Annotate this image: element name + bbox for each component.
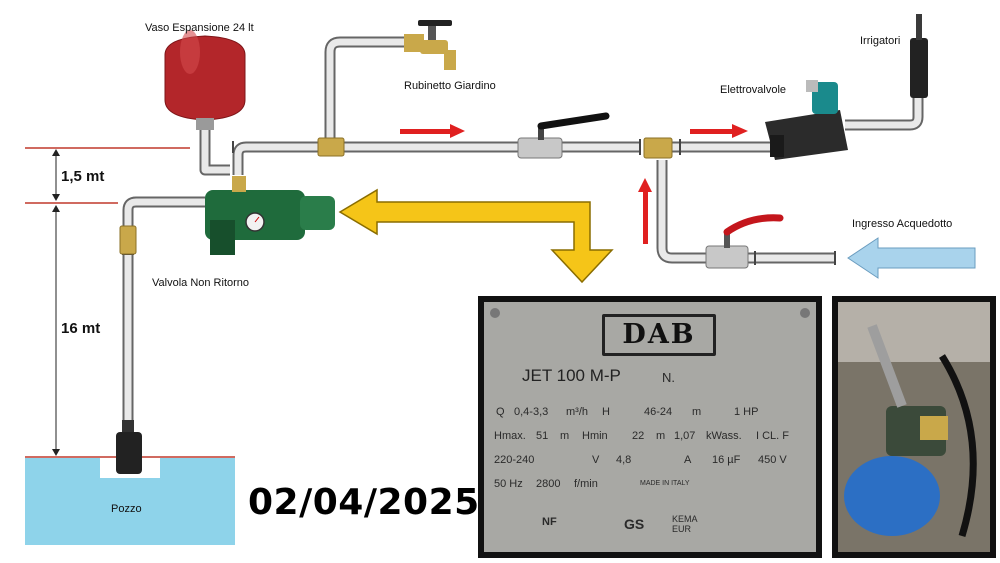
- pump-photo-icon: [838, 302, 990, 552]
- expansion-tank-icon: [164, 30, 246, 130]
- date-label: 02/04/2025: [248, 482, 480, 523]
- capacitor-value: 16 µF: [712, 454, 741, 466]
- cert-gs-mark: GS: [624, 516, 645, 532]
- foot-valve-icon: [116, 420, 142, 474]
- lower-depth-label: 16 mt: [61, 320, 101, 337]
- q-label: Q: [496, 406, 505, 418]
- installation-photo: [832, 296, 996, 558]
- expansion-tank-label: Vaso Espansione 24 lt: [145, 22, 254, 34]
- tee-fitting-icon: [317, 137, 345, 157]
- q-value: 0,4-3,3: [514, 406, 549, 418]
- hmax-value: 51: [536, 430, 549, 442]
- cert-nf-mark: NF: [542, 516, 557, 528]
- h-label: H: [602, 406, 610, 418]
- tee-fitting-right-icon: [643, 137, 673, 159]
- brand-logo: DAB: [602, 314, 716, 356]
- hmax-unit: m: [560, 430, 570, 442]
- amps-value: 4,8: [616, 454, 632, 466]
- sprinklers-label: Irrigatori: [860, 35, 901, 47]
- q-unit: m³/h: [566, 406, 588, 418]
- mains-ball-valve-icon: [705, 214, 784, 269]
- voltage-value: 220-240: [494, 454, 535, 466]
- insulation-class: I CL. F: [756, 430, 790, 442]
- serial-label: N.: [662, 370, 675, 385]
- check-valve-label: Valvola Non Ritorno: [152, 277, 250, 289]
- check-valve-icon: [119, 225, 137, 255]
- amps-unit: A: [684, 454, 692, 466]
- mains-inlet-label: Ingresso Acquedotto: [852, 218, 953, 230]
- model-name: JET 100 M-P: [522, 366, 621, 385]
- capacitor-voltage: 450 V: [758, 454, 787, 466]
- cert-kema-mark: KEMA EUR: [672, 514, 698, 534]
- garden-tap-icon: [404, 20, 456, 70]
- hmin-value: 22: [632, 430, 645, 442]
- solenoid-valves-label: Elettrovalvole: [720, 84, 787, 96]
- big-yellow-arrow: [338, 188, 614, 284]
- upper-height-label: 1,5 mt: [61, 168, 105, 185]
- pump-icon: [205, 176, 335, 255]
- voltage-unit: V: [592, 454, 600, 466]
- rpm-unit: f/min: [574, 478, 598, 490]
- h-unit: m: [692, 406, 702, 418]
- hmin-label: Hmin: [582, 430, 608, 442]
- h-value: 46-24: [644, 406, 673, 418]
- mains-inlet-arrow: [847, 237, 976, 279]
- hmin-unit: m: [656, 430, 666, 442]
- rivet-icon: [490, 308, 500, 318]
- kw-value: 1,07: [674, 430, 696, 442]
- flow-arrows: [400, 124, 748, 244]
- well-label: Pozzo: [111, 503, 142, 515]
- ball-valve-icon: [517, 112, 610, 159]
- power-value: 1 HP: [734, 406, 759, 418]
- made-in-label: MADE IN ITALY: [640, 480, 690, 487]
- kw-unit: kWass.: [706, 430, 742, 442]
- rpm-value: 2800: [536, 478, 561, 490]
- rivet-icon: [800, 308, 810, 318]
- garden-tap-label: Rubinetto Giardino: [404, 80, 496, 92]
- sprinkler-icon: [910, 14, 928, 98]
- hmax-label: Hmax.: [494, 430, 526, 442]
- frequency-value: 50 Hz: [494, 478, 523, 490]
- solenoid-valve-icon: [765, 80, 848, 160]
- pump-nameplate: DAB JET 100 M-P N. Q 0,4-3,3 m³/h H 46-2…: [478, 296, 822, 558]
